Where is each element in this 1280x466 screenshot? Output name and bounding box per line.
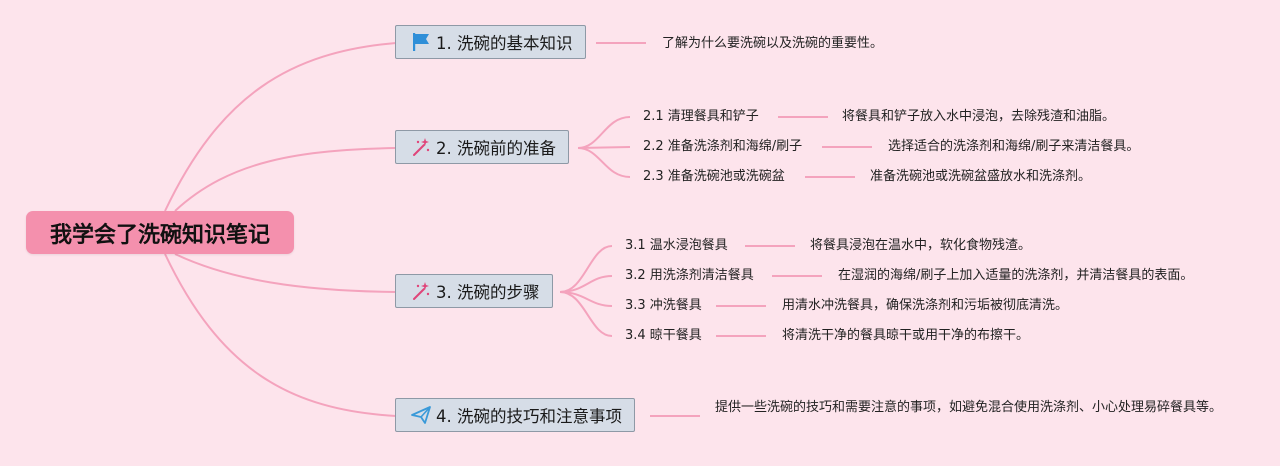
branch-label: 3. 洗碗的步骤 — [436, 283, 540, 302]
paper-plane-icon — [410, 404, 432, 426]
subtopic-label[interactable]: 2.3 准备洗碗池或洗碗盆 — [643, 169, 785, 184]
subtopic-description: 选择适合的洗涤剂和海绵/刷子来清洁餐具。 — [888, 139, 1140, 154]
sparkle-wand-icon — [410, 136, 432, 158]
subtopic-label[interactable]: 3.1 温水浸泡餐具 — [625, 238, 728, 253]
branch-label: 2. 洗碗前的准备 — [436, 139, 556, 158]
branch-basic-knowledge[interactable]: 1. 洗碗的基本知识 — [395, 25, 586, 59]
branch-preparation[interactable]: 2. 洗碗前的准备 — [395, 130, 569, 164]
subtopic-label[interactable]: 3.3 冲洗餐具 — [625, 298, 702, 313]
branch-steps[interactable]: 3. 洗碗的步骤 — [395, 274, 553, 308]
subtopic-description: 将餐具和铲子放入水中浸泡，去除残渣和油脂。 — [842, 109, 1116, 124]
sparkle-wand-icon — [410, 280, 432, 302]
subtopic-description: 将餐具浸泡在温水中，软化食物残渣。 — [810, 238, 1032, 253]
subtopic-description: 在湿润的海绵/刷子上加入适量的洗涤剂，并清洁餐具的表面。 — [838, 268, 1194, 283]
subtopic-description: 将清洗干净的餐具晾干或用干净的布擦干。 — [782, 328, 1030, 343]
branch-label: 1. 洗碗的基本知识 — [436, 34, 573, 53]
branch-description: 提供一些洗碗的技巧和需要注意的事项，如避免混合使用洗涤剂、小心处理易碎餐具等。 — [715, 400, 1223, 415]
branch-tips[interactable]: 4. 洗碗的技巧和注意事项 — [395, 398, 635, 432]
flag-icon — [410, 31, 432, 53]
subtopic-label[interactable]: 2.1 清理餐具和铲子 — [643, 109, 759, 124]
subtopic-label[interactable]: 3.4 晾干餐具 — [625, 328, 702, 343]
subtopic-label[interactable]: 3.2 用洗涤剂清洁餐具 — [625, 268, 754, 283]
subtopic-description: 用清水冲洗餐具，确保洗涤剂和污垢被彻底清洗。 — [782, 298, 1069, 313]
central-topic-title: 我学会了洗碗知识笔记 — [49, 222, 270, 248]
branch-label: 4. 洗碗的技巧和注意事项 — [436, 407, 622, 426]
subtopic-description: 准备洗碗池或洗碗盆盛放水和洗涤剂。 — [870, 169, 1092, 184]
central-topic[interactable]: 我学会了洗碗知识笔记 — [26, 211, 294, 254]
branch-description: 了解为什么要洗碗以及洗碗的重要性。 — [662, 36, 884, 51]
subtopic-label[interactable]: 2.2 准备洗涤剂和海绵/刷子 — [643, 139, 803, 154]
